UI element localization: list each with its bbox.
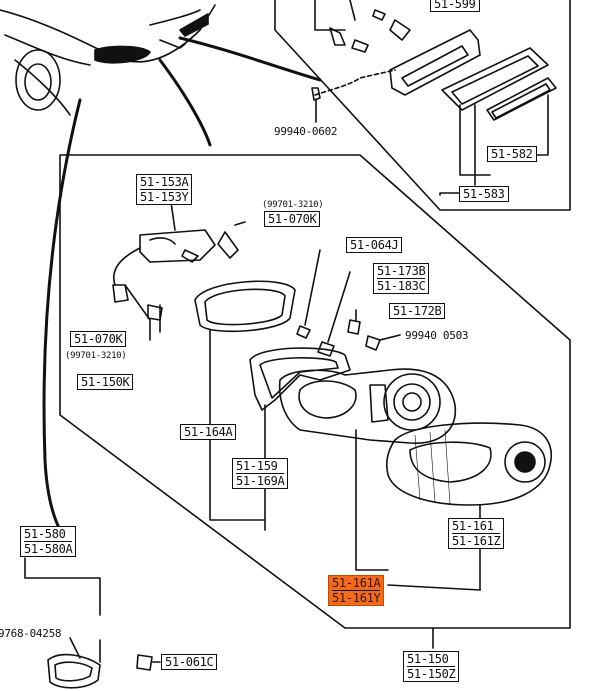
part-label-51-070K-left[interactable]: 51-070K	[70, 331, 127, 347]
part-number-51-150Z: 51-150Z	[407, 666, 456, 681]
part-number-51-173B: 51-173B	[377, 264, 426, 278]
part-number-51-169A: 51-169A	[236, 473, 285, 488]
part-number-51-161Y: 51-161Y	[332, 590, 381, 605]
part-number-51-183C: 51-183C	[377, 278, 426, 293]
note-9768-04258: 9768-04258	[0, 627, 62, 640]
lens	[386, 422, 552, 591]
part-label-51-173B-183C[interactable]: 51-173B 51-183C	[373, 263, 430, 294]
part-number-51-580A: 51-580A	[24, 541, 73, 556]
part-label-51-582[interactable]: 51-582	[487, 146, 537, 162]
part-label-51-150K[interactable]: 51-150K	[77, 374, 134, 390]
gasket	[194, 280, 296, 521]
side-marker-lamp	[24, 557, 161, 689]
part-label-51-070K-top[interactable]: 51-070K	[264, 211, 321, 227]
part-number-51-161Z: 51-161Z	[452, 533, 501, 548]
car-rear-outline	[0, 4, 216, 116]
part-label-51-599[interactable]: 51-599	[430, 0, 480, 12]
part-label-51-583[interactable]: 51-583	[459, 186, 509, 202]
note-99940-0602: 99940-0602	[274, 125, 338, 138]
note-99940-0503: 99940 0503	[405, 329, 469, 342]
part-label-51-061C[interactable]: 51-061C	[161, 654, 218, 670]
part-number-51-161A: 51-161A	[332, 576, 381, 590]
note-99701-3210-left: (99701-3210)	[65, 351, 127, 361]
part-number-51-159: 51-159	[236, 459, 278, 473]
part-label-51-161-161Z[interactable]: 51-161 51-161Z	[448, 518, 505, 549]
part-label-51-164A[interactable]: 51-164A	[180, 424, 237, 440]
part-number-51-153A: 51-153A	[140, 175, 189, 189]
part-label-51-172B[interactable]: 51-172B	[389, 303, 446, 319]
note-99701-3210-top: (99701-3210)	[262, 200, 324, 210]
part-label-51-153A-153Y[interactable]: 51-153A 51-153Y	[136, 174, 193, 205]
part-label-51-064J[interactable]: 51-064J	[346, 237, 403, 253]
part-number-51-153Y: 51-153Y	[140, 189, 189, 204]
license-lamp-parts	[329, 9, 557, 196]
part-label-51-161A-161Y-highlighted[interactable]: 51-161A 51-161Y	[328, 575, 385, 606]
part-number-51-580: 51-580	[24, 527, 66, 541]
part-label-51-150-150Z[interactable]: 51-150 51-150Z	[403, 651, 460, 682]
socket-harness	[112, 194, 246, 341]
part-number-51-161: 51-161	[452, 519, 494, 533]
part-label-51-159-169A[interactable]: 51-159 51-169A	[232, 458, 289, 489]
part-label-51-580-580A[interactable]: 51-580 51-580A	[20, 526, 77, 557]
part-number-51-150: 51-150	[407, 652, 449, 666]
